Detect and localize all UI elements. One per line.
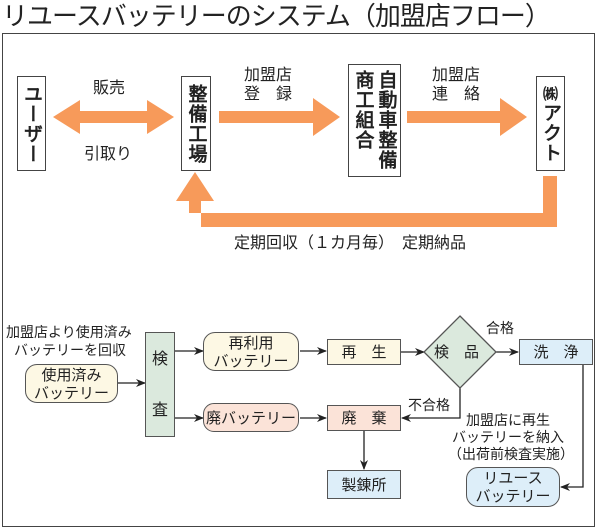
- company-mark: ㈱: [542, 84, 558, 103]
- node-regenerate: 再 生: [327, 339, 401, 365]
- reuse-battery-line1: 再利用: [228, 333, 274, 352]
- node-waste-battery: 廃バッテリー: [203, 403, 299, 432]
- collect-note-line1: 加盟店より使用済み: [6, 325, 132, 341]
- reuse-result-line1: リユース: [483, 469, 543, 487]
- collect-note-line2: バッテリーを回収: [14, 343, 126, 359]
- node-discard: 廃 棄: [327, 405, 401, 431]
- node-inspection: 検 査: [145, 332, 175, 437]
- reuse-battery-line2: バッテリー: [213, 351, 289, 370]
- inspection-bottom: 査: [151, 400, 168, 420]
- node-act-company-label: アクト: [540, 102, 562, 163]
- contact-arrow: [407, 98, 527, 136]
- fail-label: 不合格: [408, 398, 450, 414]
- pass-label: 合格: [486, 321, 514, 337]
- connector-check-fail-to-discard: [401, 386, 461, 422]
- wash-label: 洗 浄: [533, 343, 579, 361]
- diagram-frame: [2, 33, 595, 527]
- node-user-label: ユーザー: [21, 83, 43, 164]
- label-register-line1: 加盟店: [244, 65, 293, 84]
- label-register-line2: 登 録: [244, 84, 293, 103]
- sales-double-arrow: [53, 100, 174, 134]
- periodic-return-arrow: [176, 172, 557, 227]
- register-arrow: [219, 98, 340, 136]
- discard-label: 廃 棄: [341, 409, 387, 427]
- node-association: 自動車整備 商工組合: [348, 64, 401, 177]
- node-reuse-battery: 再利用 バッテリー: [203, 332, 299, 371]
- label-contact-line1: 加盟店: [432, 65, 481, 84]
- deliver-note-line2: バッテリーを納入: [452, 430, 564, 446]
- product-check-diamond: [423, 315, 497, 389]
- label-sales: 販売: [93, 78, 126, 97]
- node-smelter: 製錬所: [327, 470, 401, 499]
- diagram-title: リユースバッテリーのシステム（加盟店フロー）: [2, 2, 551, 32]
- node-association-col2: 自動車整備: [375, 70, 398, 170]
- regenerate-label: 再 生: [341, 343, 387, 361]
- node-maintenance-shop: 整備工場: [181, 76, 211, 171]
- node-reuse-result-battery: リユース バッテリー: [466, 467, 560, 507]
- deliver-note-line3: （出荷前検査実施）: [448, 447, 574, 463]
- used-battery-line1: 使用済み: [41, 365, 102, 384]
- node-wash: 洗 浄: [519, 339, 593, 365]
- product-check-label: 検 品: [434, 343, 480, 361]
- reuse-result-line2: バッテリー: [475, 487, 551, 505]
- used-battery-line2: バッテリー: [33, 383, 109, 402]
- label-periodic: 定期回収（１カ月毎） 定期納品: [234, 233, 467, 252]
- waste-battery-label: 廃バッテリー: [205, 408, 296, 427]
- node-used-battery: 使用済み バッテリー: [25, 364, 118, 403]
- deliver-note-line1: 加盟店に再生: [466, 413, 550, 429]
- label-take-back: 引取り: [84, 144, 133, 163]
- connector-wash-to-reuse-battery: [560, 365, 584, 491]
- node-user: ユーザー: [17, 76, 46, 171]
- smelter-label: 製錬所: [341, 475, 387, 494]
- node-association-col1: 商工組合: [352, 70, 375, 150]
- node-act-company: ㈱ アクト: [536, 76, 565, 171]
- label-contact-line2: 連 絡: [432, 84, 481, 103]
- inspection-top: 検: [151, 348, 168, 368]
- node-maintenance-shop-label: 整備工場: [185, 83, 208, 164]
